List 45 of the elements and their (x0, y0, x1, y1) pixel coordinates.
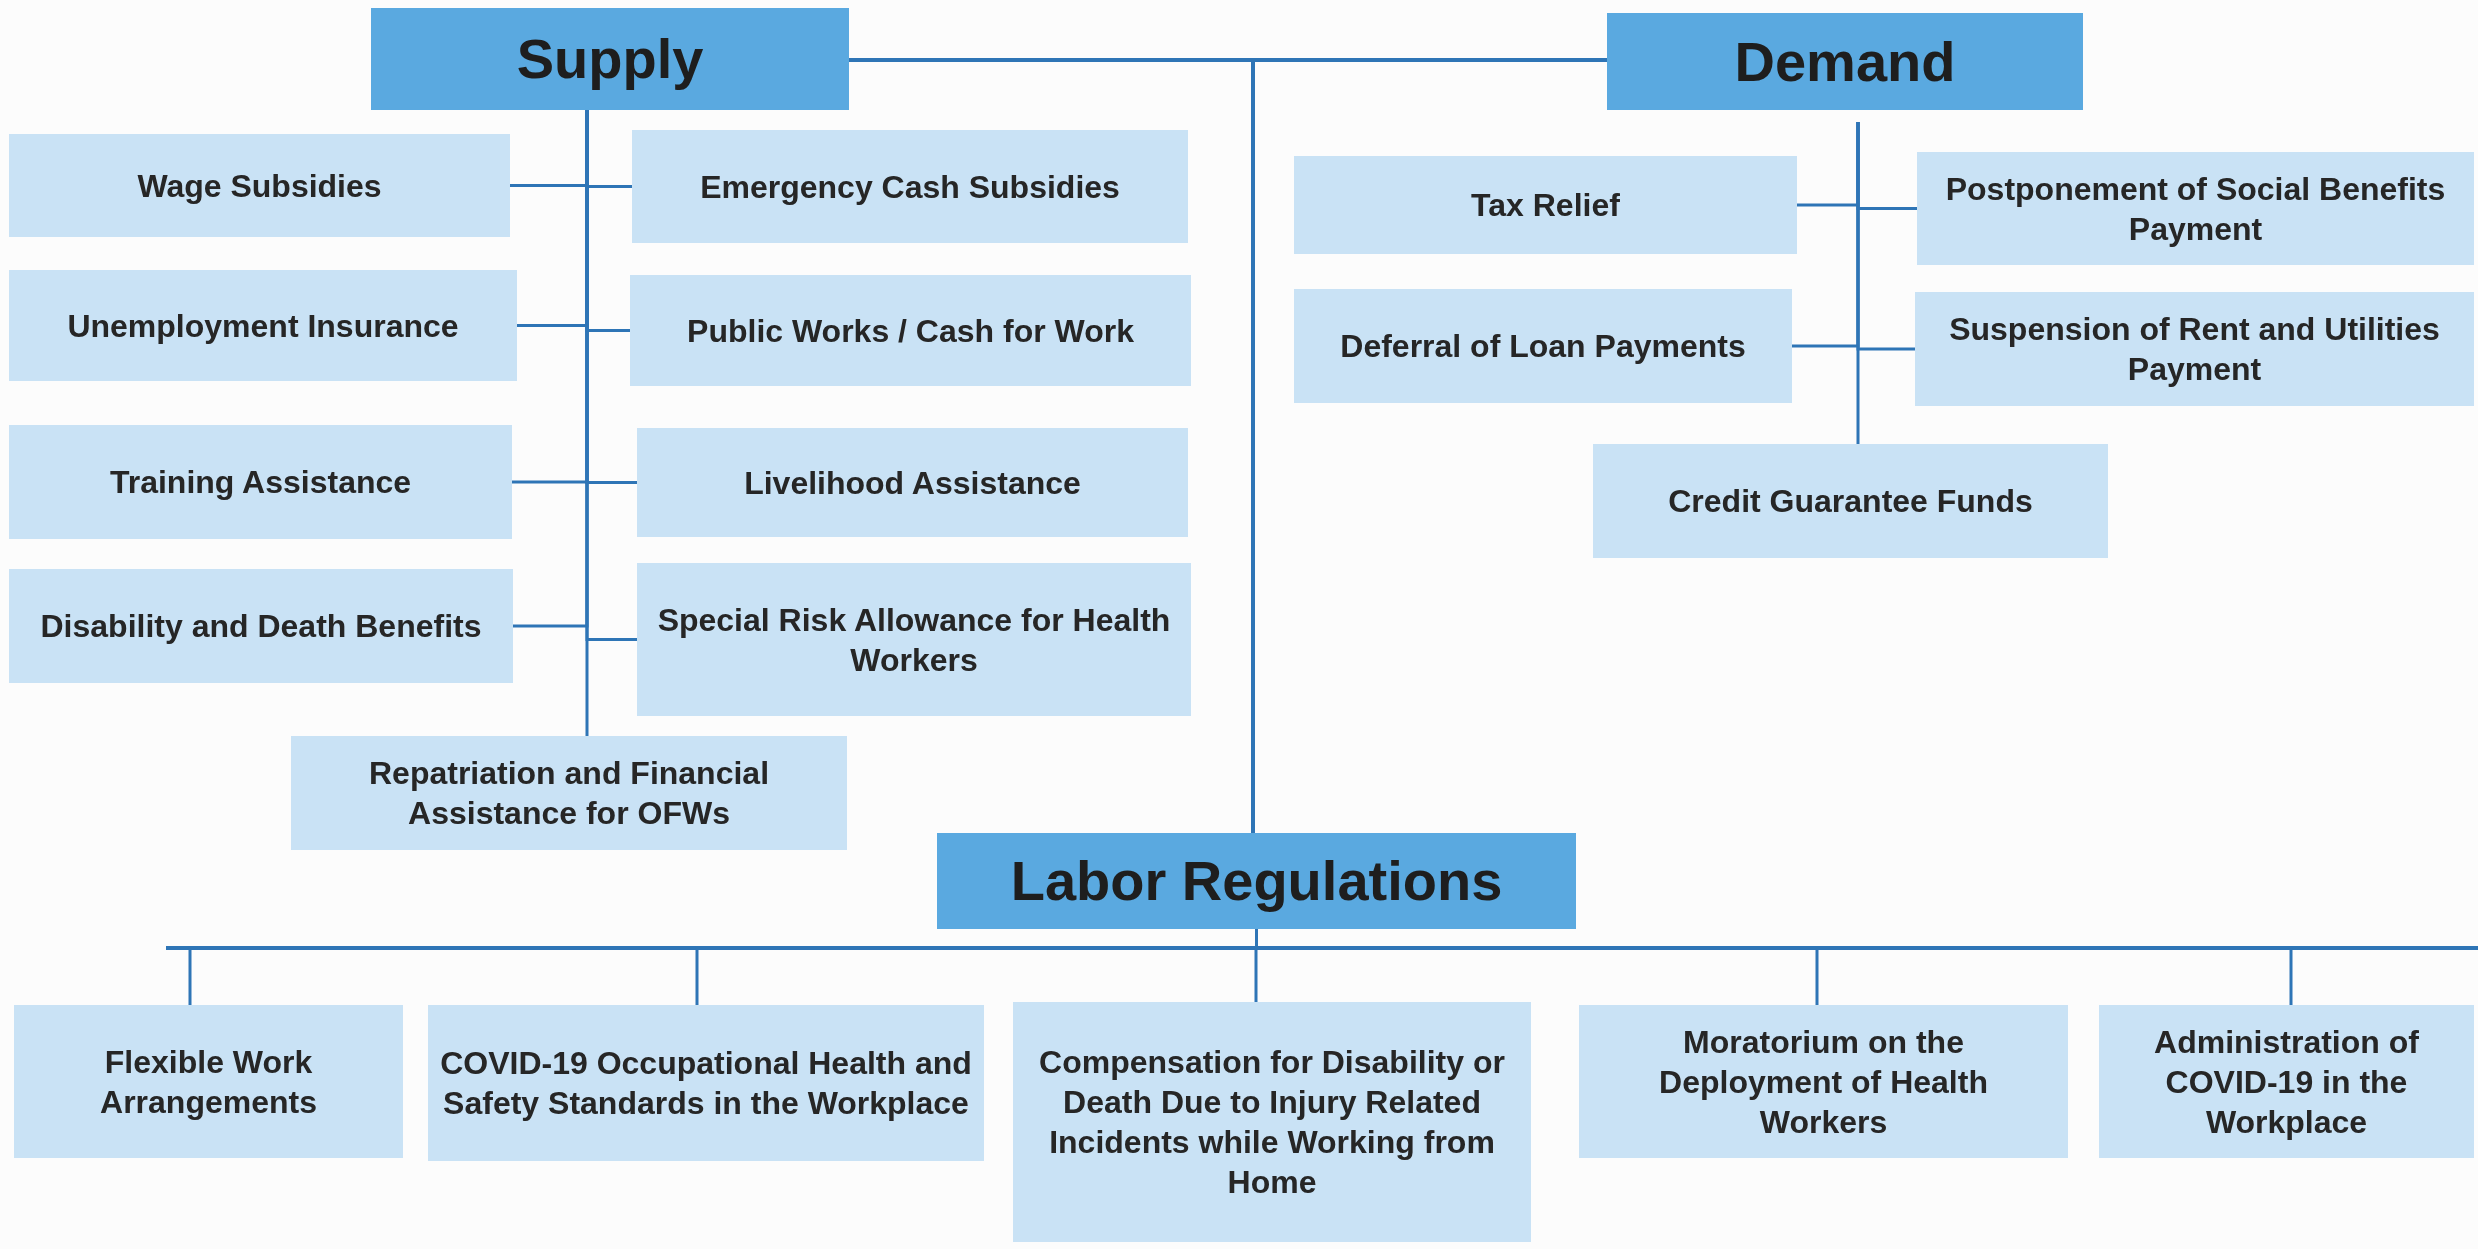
measure-label: Credit Guarantee Funds (1668, 482, 2033, 521)
measure-label: Repatriation and Financial Assistance for OFWs (367, 754, 771, 833)
measure-box (1294, 289, 1792, 403)
measure-box (1915, 292, 2474, 406)
measure-box (1593, 444, 2108, 558)
measure-box (637, 563, 1191, 716)
category-box (1607, 13, 2083, 110)
measure-box (14, 1005, 403, 1158)
category-box (371, 8, 849, 110)
measure-box (630, 275, 1191, 386)
measure-label: Disability and Death Benefits (40, 607, 482, 646)
measure-box (9, 270, 517, 381)
measure-box (2099, 1005, 2474, 1158)
measure-label: Moratorium on the Deployment of Health Workers (1658, 1022, 1989, 1142)
measure-label: Wage Subsidies (137, 166, 382, 206)
measure-box (1013, 1002, 1531, 1242)
measure-box (632, 130, 1188, 243)
measure-label: Flexible Work Arrangements (99, 1042, 318, 1122)
connector-line (1856, 122, 1860, 444)
measure-label: Suspension of Rent and Utilities Payment (1948, 310, 2441, 389)
measure-label: Postponement of Social Benefits Payment (1944, 169, 2447, 249)
measure-box (637, 428, 1188, 537)
measure-label: Public Works / Cash for Work (687, 311, 1134, 351)
measure-box (1917, 152, 2474, 265)
measure-box (9, 134, 510, 237)
measure-label: Livelihood Assistance (744, 463, 1081, 503)
measure-label: Tax Relief (1471, 186, 1620, 225)
category-title: Labor Regulations (1010, 848, 1503, 914)
measure-label: Administration of COVID-19 in the Workplace (2153, 1022, 2420, 1142)
measure-label: Special Risk Allowance for Health Workers (656, 600, 1172, 680)
category-title: Supply (516, 26, 704, 92)
measure-label: Compensation for Disability or Death Due to Injury Related Incidents while Working from Home (1038, 1043, 1506, 1202)
category-title: Demand (1734, 28, 1956, 95)
measure-label: Deferral of Loan Payments (1340, 327, 1746, 366)
measure-box (9, 425, 512, 539)
measure-box (291, 736, 847, 850)
measure-box (428, 1005, 984, 1161)
measure-label: COVID-19 Occupational Health and Safety Standards in the Workplace (440, 1044, 972, 1123)
measure-label: Unemployment Insurance (67, 306, 459, 346)
measure-box (1294, 156, 1797, 254)
measure-label: Emergency Cash Subsidies (700, 167, 1120, 207)
measure-box (9, 569, 513, 683)
measure-label: Training Assistance (109, 463, 412, 502)
measure-box (1579, 1005, 2068, 1158)
category-box (937, 833, 1576, 929)
